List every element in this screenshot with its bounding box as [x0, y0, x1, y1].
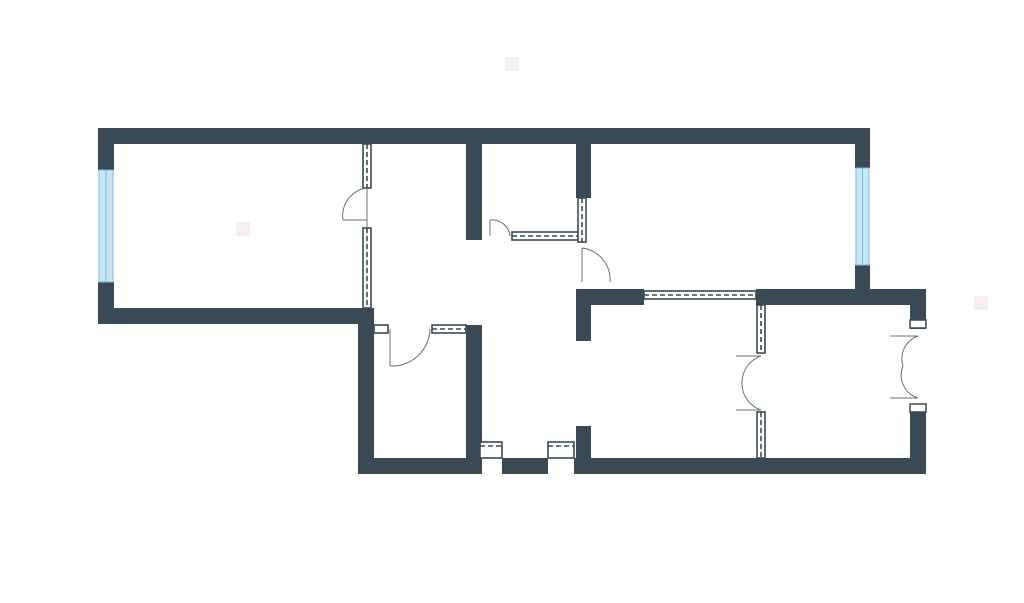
- wall-int-f: [576, 426, 591, 474]
- partition-bottom: [479, 441, 575, 459]
- wall-far-right-top: [910, 289, 926, 329]
- wall-lower-left: [358, 308, 374, 474]
- partition-upper-right: [643, 290, 757, 300]
- partition-lower-left: [373, 324, 467, 334]
- wall-bottom-c: [574, 458, 926, 474]
- room-marker-left: [236, 222, 250, 236]
- wall-step: [756, 289, 926, 305]
- wall-top: [98, 128, 870, 144]
- wall-int-d: [576, 289, 591, 341]
- wall-int-b: [576, 128, 591, 198]
- partition-small-room: [511, 197, 587, 243]
- wall-left-upper: [98, 128, 114, 170]
- wall-bottom-b: [502, 458, 548, 474]
- wall-int-a: [466, 128, 482, 240]
- door-exterior-right: [890, 319, 927, 413]
- left-window: [98, 169, 114, 283]
- wall-bottom-a: [358, 458, 480, 474]
- door-lower-left: [389, 328, 431, 367]
- right-window: [855, 167, 870, 266]
- wall-far-right-bottom: [910, 404, 926, 474]
- door-right-upper: [581, 247, 611, 283]
- door-small-upper: [489, 219, 511, 237]
- room-marker-top: [505, 57, 519, 71]
- wall-left-room-bottom: [98, 308, 374, 324]
- door-left-room: [342, 187, 368, 228]
- wall-right-top: [855, 128, 870, 168]
- door-lower-middle: [736, 355, 762, 411]
- partition-lower-right: [756, 304, 766, 459]
- wall-int-e: [466, 325, 482, 474]
- wall-int-c: [576, 289, 644, 305]
- room-marker-right: [974, 296, 988, 310]
